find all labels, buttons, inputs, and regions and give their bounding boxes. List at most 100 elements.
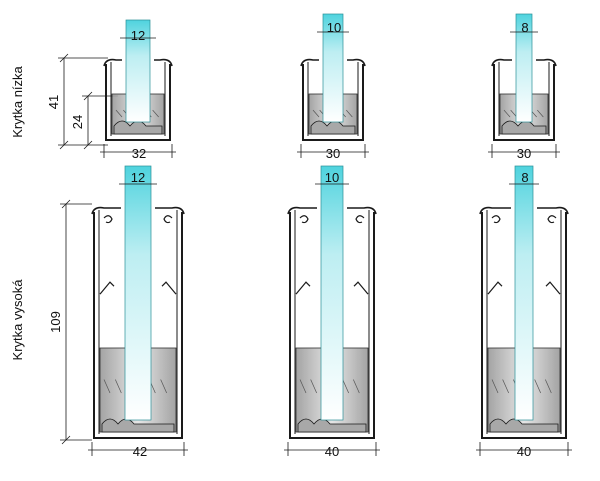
hook-left [103, 215, 113, 224]
cover-cap-left [491, 58, 512, 67]
height-label-109: 109 [48, 311, 63, 333]
clamp-hatch [310, 379, 317, 394]
base-rail [501, 120, 547, 135]
glazing-profile [88, 165, 188, 456]
cover-cap-right [536, 58, 557, 67]
clamp-hatch [103, 379, 111, 394]
tall-cap-details [295, 215, 369, 295]
glazing-profile [100, 19, 176, 158]
glass-pane [125, 19, 151, 123]
glazing-profile [284, 165, 380, 456]
hook-right [355, 215, 365, 224]
hook-left [299, 215, 309, 224]
base-rail [297, 418, 367, 433]
profile-outline [302, 64, 364, 141]
clamp-hatch [502, 379, 509, 394]
width-label: 30 [326, 146, 340, 161]
profile-outline [481, 212, 567, 439]
cover-cap-left [479, 206, 511, 215]
profile-inner-wall [294, 210, 370, 434]
cover-cap-left [300, 58, 319, 67]
glass-pane [124, 165, 152, 421]
clamp-hatch [503, 109, 511, 118]
cover-cap-left [287, 206, 317, 215]
width-dimension-line [476, 442, 572, 456]
profile-inner-wall [98, 210, 178, 434]
glazing-profile [297, 13, 369, 158]
base-rail [489, 418, 559, 433]
clamp-hatch [353, 379, 360, 394]
profile-outline [493, 64, 555, 141]
profile-outline [289, 212, 375, 439]
row-label-low-cap: Krytka nízka [10, 65, 25, 137]
glass-pane [320, 165, 344, 421]
width-label: 40 [517, 444, 531, 459]
clamp-hatch [342, 379, 349, 394]
profile-inner-wall [110, 62, 166, 136]
hook-right [547, 215, 557, 224]
fin-left [99, 281, 115, 295]
width-label: 30 [517, 146, 531, 161]
glass-thickness-label: 10 [325, 170, 339, 185]
width-dimension-line [488, 144, 560, 158]
profile-inner-wall [307, 62, 359, 136]
cover-cap-right [154, 58, 173, 67]
profile-inner-wall [498, 62, 550, 136]
width-label: 42 [133, 444, 147, 459]
clamp-hatch [346, 109, 353, 118]
profile-outline [93, 212, 183, 439]
clamp-hatch [491, 379, 499, 394]
glass-thickness-label: 10 [327, 20, 341, 35]
glass-pane [322, 13, 344, 123]
clamp-hatch [299, 379, 307, 394]
glazing-profile [476, 165, 572, 456]
clamp-hatch [160, 379, 167, 394]
profile-inner-wall [486, 210, 562, 434]
cover-cap-left [103, 58, 122, 67]
width-dimension-line [100, 144, 176, 158]
width-dimension-line [297, 144, 369, 158]
clamp-hatch [152, 109, 159, 118]
width-dimension-line [88, 442, 188, 456]
width-dimension-line [284, 442, 380, 456]
glass-pane [514, 165, 534, 421]
glass-thickness-label: 8 [521, 20, 528, 35]
cover-cap-right [347, 58, 366, 67]
base-rail [101, 418, 175, 433]
cover-cap-right [347, 206, 377, 215]
height-dimension-109 [60, 199, 92, 445]
glass-pane [515, 13, 533, 123]
cover-cap-right [537, 206, 569, 215]
glass-thickness-label: 8 [521, 170, 528, 185]
high-cap-row [88, 165, 572, 456]
clamp-hatch [115, 109, 123, 118]
clamp-hatch [312, 109, 320, 118]
clamp-hatch [534, 379, 541, 394]
height-label-41: 41 [46, 95, 61, 109]
base-rail [310, 120, 356, 135]
row-label-high-cap: Krytka vysoká [10, 279, 25, 361]
fin-left [487, 281, 503, 295]
clamp-hatch [545, 379, 552, 394]
hook-right [163, 215, 173, 224]
cover-cap-right [155, 206, 185, 215]
tall-cap-details [99, 215, 177, 295]
base-rail [113, 120, 163, 135]
clamp-hatch [537, 109, 544, 118]
fin-right [545, 281, 561, 295]
low-cap-row [100, 13, 560, 158]
clamp-hatch [115, 379, 122, 394]
fin-left [295, 281, 311, 295]
height-dimension-41 [58, 53, 108, 150]
width-label: 32 [132, 146, 146, 161]
hook-left [491, 215, 501, 224]
tall-cap-details [487, 215, 561, 295]
glass-thickness-label: 12 [131, 28, 145, 43]
profile-outline [105, 64, 171, 141]
cover-cap-left [91, 206, 121, 215]
fin-right [161, 281, 177, 295]
glazing-profile [488, 13, 560, 158]
width-label: 40 [325, 444, 339, 459]
